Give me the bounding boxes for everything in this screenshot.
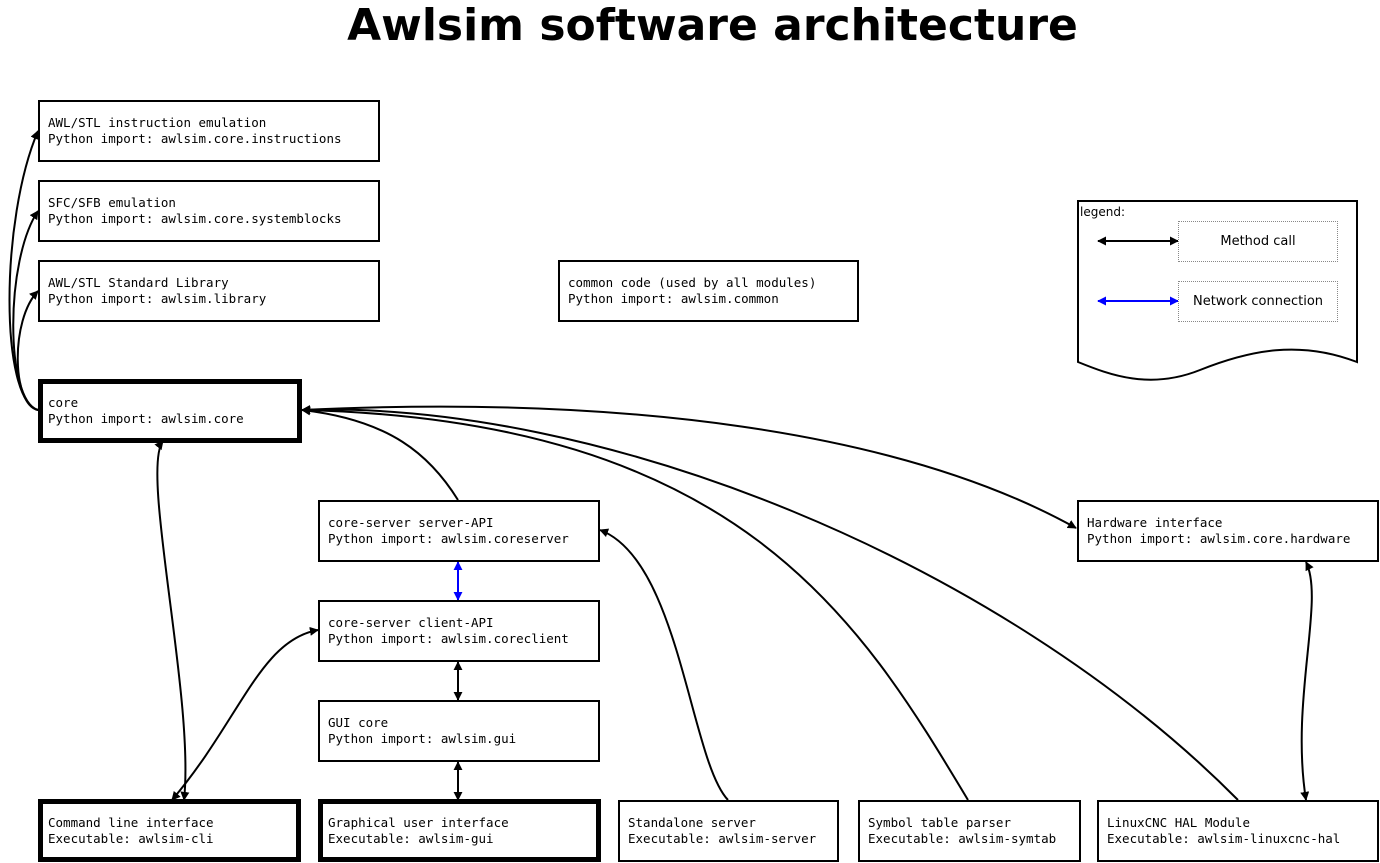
module-guicore-import: Python import: awlsim.gui	[328, 731, 517, 746]
module-gui-title: Graphical user interface	[328, 814, 509, 830]
arrow-core-to-instructions	[8, 130, 39, 411]
arrow-linuxcnc-to-core	[301, 405, 1239, 801]
arrow-linuxcnc-hardware	[1300, 561, 1314, 801]
module-server-title: Standalone server	[628, 815, 756, 830]
module-hardware-import: Python import: awlsim.core.hardware	[1087, 531, 1351, 546]
legend-label: legend:	[1080, 205, 1125, 219]
module-common: common code (used by all modules) Python…	[558, 260, 859, 322]
module-systemblocks-import: Python import: awlsim.core.systemblocks	[48, 211, 342, 226]
arrow-symtab-to-core	[301, 405, 969, 801]
module-library-import: Python import: awlsim.library	[48, 291, 267, 306]
module-coreclient-import: Python import: awlsim.coreclient	[328, 631, 569, 646]
legend-network-connection: Network connection	[1178, 281, 1338, 322]
module-cli-executable: Executable: awlsim-cli	[48, 830, 214, 846]
module-guicore: GUI core Python import: awlsim.gui	[318, 700, 600, 762]
module-coreserver: core-server server-API Python import: aw…	[318, 500, 600, 562]
module-core-import: Python import: awlsim.core	[48, 411, 244, 426]
module-coreserver-title: core-server server-API	[328, 515, 494, 530]
module-symtab: Symbol table parser Executable: awlsim-s…	[858, 800, 1081, 862]
module-linuxcnc-title: LinuxCNC HAL Module	[1107, 815, 1250, 830]
arrow-server-to-coreserver	[599, 528, 729, 801]
arrow-coreserver-to-core	[301, 406, 459, 501]
module-coreclient: core-server client-API Python import: aw…	[318, 600, 600, 662]
arrow-core-to-library	[16, 290, 39, 411]
module-symtab-title: Symbol table parser	[868, 815, 1011, 830]
module-instructions: AWL/STL instruction emulation Python imp…	[38, 100, 380, 162]
module-gui-executable: Executable: awlsim-gui	[328, 830, 494, 846]
legend-frame	[1077, 200, 1358, 381]
module-cli-title: Command line interface	[48, 814, 214, 830]
module-gui: Graphical user interface Executable: awl…	[318, 799, 601, 862]
module-linuxcnc-executable: Executable: awlsim-linuxcnc-hal	[1107, 831, 1341, 846]
module-guicore-title: GUI core	[328, 715, 389, 730]
module-hardware: Hardware interface Python import: awlsim…	[1077, 500, 1379, 562]
module-common-import: Python import: awlsim.common	[568, 291, 779, 306]
module-core: core Python import: awlsim.core	[38, 379, 302, 443]
module-instructions-title: AWL/STL instruction emulation	[48, 115, 267, 130]
module-coreserver-import: Python import: awlsim.coreserver	[328, 531, 569, 546]
module-symtab-executable: Executable: awlsim-symtab	[868, 831, 1057, 846]
arrow-cli-core	[154, 440, 190, 801]
diagram-title: Awlsim software architecture	[347, 0, 1078, 51]
module-library-title: AWL/STL Standard Library	[48, 275, 229, 290]
arrow-core-hardware	[301, 405, 1077, 529]
module-cli: Command line interface Executable: awlsi…	[38, 799, 301, 862]
module-systemblocks-title: SFC/SFB emulation	[48, 195, 176, 210]
module-systemblocks: SFC/SFB emulation Python import: awlsim.…	[38, 180, 380, 242]
module-hardware-title: Hardware interface	[1087, 515, 1223, 530]
module-linuxcnc: LinuxCNC HAL Module Executable: awlsim-l…	[1097, 800, 1379, 862]
module-core-title: core	[48, 395, 79, 410]
legend-method-call: Method call	[1178, 221, 1338, 262]
module-server: Standalone server Executable: awlsim-ser…	[618, 800, 839, 862]
arrow-cli-coreclient	[171, 626, 319, 801]
module-common-title: common code (used by all modules)	[568, 275, 817, 290]
module-library: AWL/STL Standard Library Python import: …	[38, 260, 380, 322]
module-coreclient-title: core-server client-API	[328, 615, 494, 630]
module-server-executable: Executable: awlsim-server	[628, 831, 817, 846]
module-instructions-import: Python import: awlsim.core.instructions	[48, 131, 342, 146]
